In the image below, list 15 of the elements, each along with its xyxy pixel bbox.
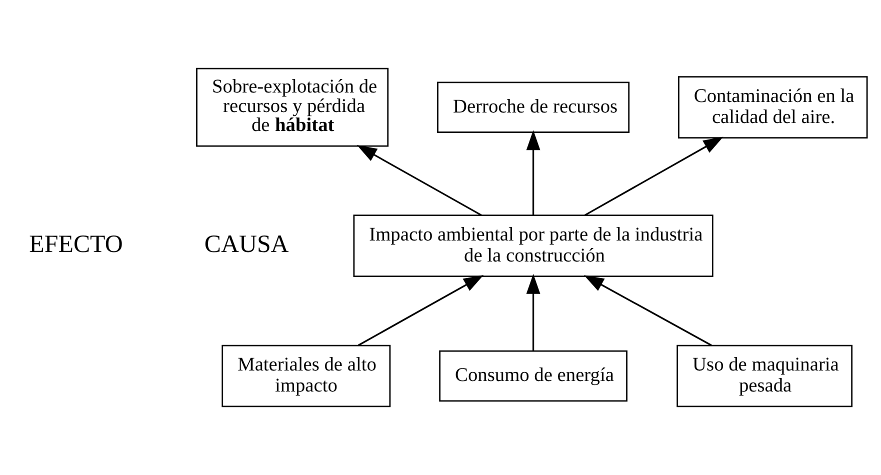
- arrow: [526, 130, 540, 215]
- label: EFECTO: [29, 230, 123, 258]
- arrow: [584, 136, 724, 216]
- node-box: Materiales de alto impacto: [222, 344, 391, 408]
- arrow: [526, 274, 540, 351]
- node-box: Uso de maquinaria pesada: [676, 344, 853, 408]
- label: CAUSA: [204, 230, 289, 258]
- node-box: Sobre-explotación de recursos y pérdida de hábitat: [196, 68, 389, 147]
- node-box: Consumo de energía: [439, 350, 628, 402]
- node-box: Contaminación en la calidad del aire.: [678, 76, 868, 138]
- arrow: [358, 275, 484, 346]
- node-box: Impacto ambiental por parte de la industria de la construcción: [353, 214, 714, 277]
- arrow: [584, 275, 712, 346]
- node-box: Derroche de recursos: [437, 82, 630, 133]
- arrow: [356, 145, 482, 216]
